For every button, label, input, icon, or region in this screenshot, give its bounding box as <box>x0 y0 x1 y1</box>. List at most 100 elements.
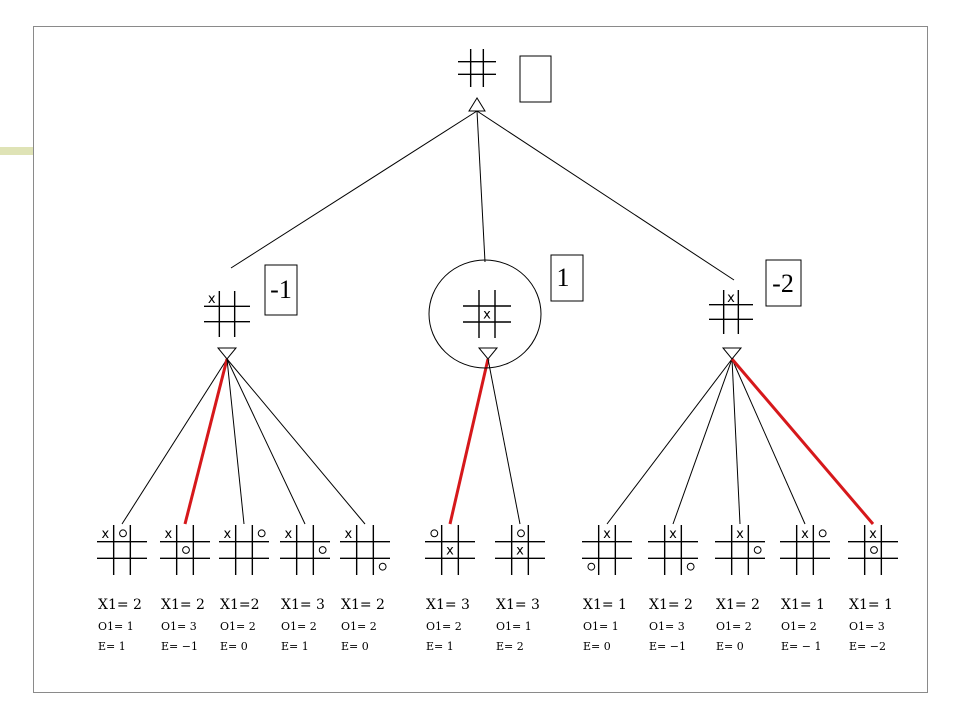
level1-node-center: x 1 <box>428 254 584 369</box>
leaf-x-count: X1= 1 <box>849 597 893 613</box>
edge-root-to-level1-center <box>476 110 486 263</box>
x-mark: x <box>101 527 109 542</box>
leaf-o-count: O1= 2 <box>426 620 462 633</box>
o-mark <box>870 546 878 554</box>
o-mark <box>587 562 596 571</box>
leaf-node: xX1= 3 O1= 2 E= 1 <box>425 525 475 653</box>
o-mark <box>378 562 387 571</box>
leaf-node: xX1= 2O1= 3E= −1 <box>648 525 698 653</box>
leaf-node: xX1=2O1= 2E= 0 <box>219 525 269 653</box>
root-node <box>458 49 552 112</box>
leaf-nodes: xX1= 2 O1= 1 E= 1 xX1= 2 O1= 3 E= −1 xX1=2O1= … <box>97 525 898 653</box>
leaf-eval: E= 0 <box>716 640 744 653</box>
tree-edge <box>226 358 366 525</box>
leaf-x-count: X1= 1 <box>583 597 627 613</box>
leaf-o-count: O1= 1 <box>583 620 619 633</box>
tree-edges <box>121 110 875 525</box>
leaf-board: x <box>160 525 210 575</box>
level1-node-left: x -1 <box>204 264 298 360</box>
leaf-board: x <box>848 525 898 575</box>
leaf-eval: E= 1 <box>426 640 454 653</box>
x-mark: x <box>603 527 611 542</box>
x-mark: x <box>727 291 735 306</box>
x-mark: x <box>801 527 809 542</box>
tree-edge <box>121 358 228 525</box>
level1-right-board: x <box>709 290 753 334</box>
tree-nodes: x -1 x 1 x -2 <box>204 49 802 369</box>
leaf-x-count: X1= 2 <box>716 597 760 613</box>
leaf-x-count: X1= 2 <box>161 597 205 613</box>
level1-node-right: x -2 <box>709 259 802 360</box>
leaf-eval: E= −1 <box>161 640 198 653</box>
o-mark <box>318 546 327 554</box>
leaf-o-count: O1= 2 <box>781 620 817 633</box>
tree-edge <box>226 358 306 525</box>
diagram-frame <box>33 26 928 693</box>
x-mark: x <box>669 527 677 542</box>
leaf-node: xX1= 2 O1= 3 E= −1 <box>160 525 210 653</box>
leaf-eval: E= 0 <box>220 640 248 653</box>
x-mark: x <box>344 527 352 542</box>
leaf-node: xX1= 1 O1= 3 E= −2 <box>848 525 898 653</box>
leaf-board: x <box>582 525 632 575</box>
leaf-board: x <box>340 525 390 575</box>
o-mark <box>517 529 525 538</box>
root-board <box>458 49 496 87</box>
leaf-node: xX1= 3O1= 1E= 2 <box>495 525 545 653</box>
level1-left-board: x <box>204 291 250 337</box>
leaf-eval: E= −1 <box>649 640 686 653</box>
x-mark: x <box>446 544 454 559</box>
leaf-board: x <box>495 525 545 575</box>
o-mark <box>430 529 439 538</box>
tree-edge <box>226 358 245 525</box>
leaf-eval: E= − 1 <box>781 640 821 653</box>
leaf-node: xX1= 1O1= 2E= − 1 <box>780 525 830 653</box>
leaf-x-count: X1= 2 <box>98 597 142 613</box>
leaf-eval: E= 0 <box>583 640 611 653</box>
leaf-o-count: O1= 3 <box>849 620 885 633</box>
x-mark: x <box>869 527 877 542</box>
leaf-board: x <box>648 525 698 575</box>
tree-edge <box>606 358 733 525</box>
o-mark <box>818 529 827 538</box>
level1-left-value: -1 <box>270 275 292 304</box>
leaf-node: xX1= 2O1= 2E= 0 <box>340 525 390 653</box>
x-mark: x <box>483 308 491 323</box>
best-move-edge <box>730 358 875 525</box>
leaf-board: x <box>97 525 147 575</box>
x-mark: x <box>223 527 231 542</box>
leaf-x-count: X1= 2 <box>341 597 385 613</box>
o-mark <box>686 562 695 571</box>
leaf-o-count: O1= 2 <box>716 620 752 633</box>
leaf-node: xX1= 3O1= 2E= 1 <box>280 525 330 653</box>
level1-center-value-box <box>550 254 584 302</box>
leaf-eval: E= 1 <box>98 640 126 653</box>
leaf-x-count: X1= 3 <box>426 597 470 613</box>
leaf-board: x <box>715 525 765 575</box>
tree-edge <box>731 358 741 525</box>
level1-right-value-box <box>765 259 802 307</box>
leaf-eval: E= 0 <box>341 640 369 653</box>
leaf-board: x <box>219 525 269 575</box>
leaf-eval: E= −2 <box>849 640 886 653</box>
leaf-o-count: O1= 2 <box>281 620 317 633</box>
best-move-edge <box>448 358 490 525</box>
leaf-o-count: O1= 3 <box>161 620 197 633</box>
o-mark <box>182 546 190 554</box>
leaf-o-count: O1= 1 <box>496 620 532 633</box>
o-mark <box>753 546 762 554</box>
tree-edge <box>672 358 733 525</box>
leaf-o-count: O1= 3 <box>649 620 685 633</box>
leaf-board: x <box>780 525 830 575</box>
o-mark <box>257 529 266 538</box>
leaf-x-count: X1= 3 <box>281 597 325 613</box>
leaf-x-count: X1=2 <box>220 597 260 613</box>
leaf-o-count: O1= 1 <box>98 620 134 633</box>
level1-left-value-box <box>264 264 298 316</box>
leaf-eval: E= 1 <box>281 640 309 653</box>
tree-edge <box>731 358 806 525</box>
x-mark: x <box>516 544 524 559</box>
edge-root-to-level1-left <box>230 110 478 269</box>
slide-accent-bar <box>0 147 33 155</box>
selected-move-circle <box>428 259 542 369</box>
